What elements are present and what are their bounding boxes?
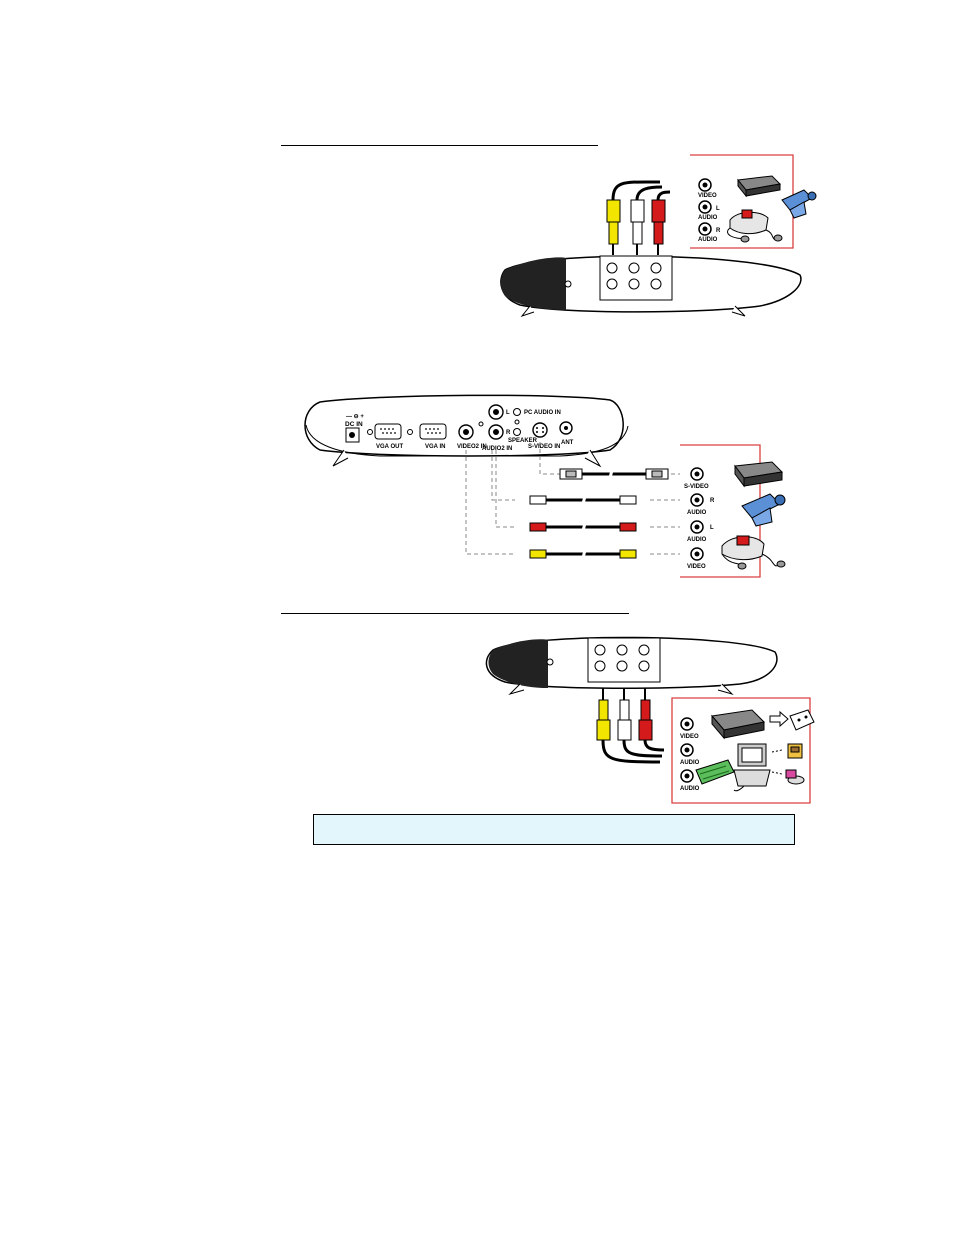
svideo-cable-icon — [559, 468, 669, 480]
camcorder-icon — [741, 493, 786, 527]
jack-label-audio-r: AUDIO — [698, 237, 718, 243]
label-speaker: SPEAKER — [508, 438, 538, 444]
jack-label-audio-l: AUDIO — [698, 215, 718, 221]
source-label-audio-r: AUDIO — [687, 510, 707, 516]
label-audio2-in: AUDIO2 IN — [482, 446, 512, 452]
jack-label-video: VIDEO — [698, 193, 717, 199]
label-vga-out: VGA OUT — [376, 444, 403, 450]
source-label-r: R — [710, 498, 715, 504]
cassette-icon — [789, 709, 815, 731]
source-label-svideo: S-VIDEO — [684, 484, 709, 490]
camcorder-icon — [781, 189, 817, 219]
tv-rear-panel-icon: — ⊖ + DC IN VGA OUT VGA IN VIDEO2 IN L R… — [304, 394, 629, 468]
tv-front-icon — [500, 255, 802, 318]
capture-card-icon — [695, 759, 735, 785]
white-plug-icon — [630, 199, 645, 255]
red-plug-icon — [651, 199, 666, 255]
svg-text:— ⊖ +: — ⊖ + — [346, 414, 364, 420]
section1-jack-column: VIDEO L AUDIO R AUDIO — [698, 178, 721, 243]
section3-jack-column: VIDEO AUDIO AUDIO — [680, 717, 700, 792]
vcr-icon — [734, 461, 784, 488]
jack-label-r: R — [716, 228, 721, 234]
media-icon — [787, 743, 803, 759]
label-r: R — [506, 430, 511, 436]
jack-label-l: L — [716, 206, 720, 212]
jack-label-audio-1: AUDIO — [680, 760, 700, 766]
label-l: L — [506, 410, 510, 416]
game-console-icon — [721, 535, 786, 570]
section1-title-rule — [281, 145, 598, 146]
vcr-icon — [711, 709, 766, 740]
arrow-right-icon — [769, 710, 789, 728]
label-pc-audio-in: PC AUDIO IN — [524, 410, 561, 416]
section2-jack-column: S-VIDEO R AUDIO L AUDIO VIDEO — [684, 467, 715, 570]
section3-diagram: VIDEO AUDIO AUDIO — [485, 636, 815, 804]
label-ant: ANT — [561, 440, 574, 446]
source-label-video: VIDEO — [687, 564, 706, 570]
label-svideo-in: S-VIDEO IN — [528, 444, 560, 450]
vcr-icon — [737, 175, 782, 198]
source-label-audio-l: AUDIO — [687, 537, 707, 543]
label-video2-in: VIDEO2 IN — [457, 444, 487, 450]
disc-icon — [785, 769, 805, 785]
tv-front-icon — [485, 636, 778, 696]
yellow-plug-icon — [596, 688, 611, 741]
white-plug-icon — [617, 688, 632, 741]
pc-icon — [733, 743, 771, 792]
section2-diagram: — ⊖ + DC IN VGA OUT VGA IN VIDEO2 IN L R… — [304, 394, 786, 578]
red-plug-icon — [638, 688, 653, 741]
section3-title-rule — [281, 613, 629, 614]
source-label-l: L — [710, 525, 714, 531]
yellow-plug-icon — [606, 199, 621, 255]
label-dc-in: DC IN — [345, 421, 363, 428]
section1-diagram: VIDEO L AUDIO R AUDIO — [500, 154, 817, 318]
game-console-icon — [727, 209, 783, 243]
note-box — [313, 814, 795, 845]
jack-label-video: VIDEO — [680, 734, 699, 740]
label-vga-in: VGA IN — [425, 444, 445, 450]
jack-label-audio-2: AUDIO — [680, 786, 700, 792]
